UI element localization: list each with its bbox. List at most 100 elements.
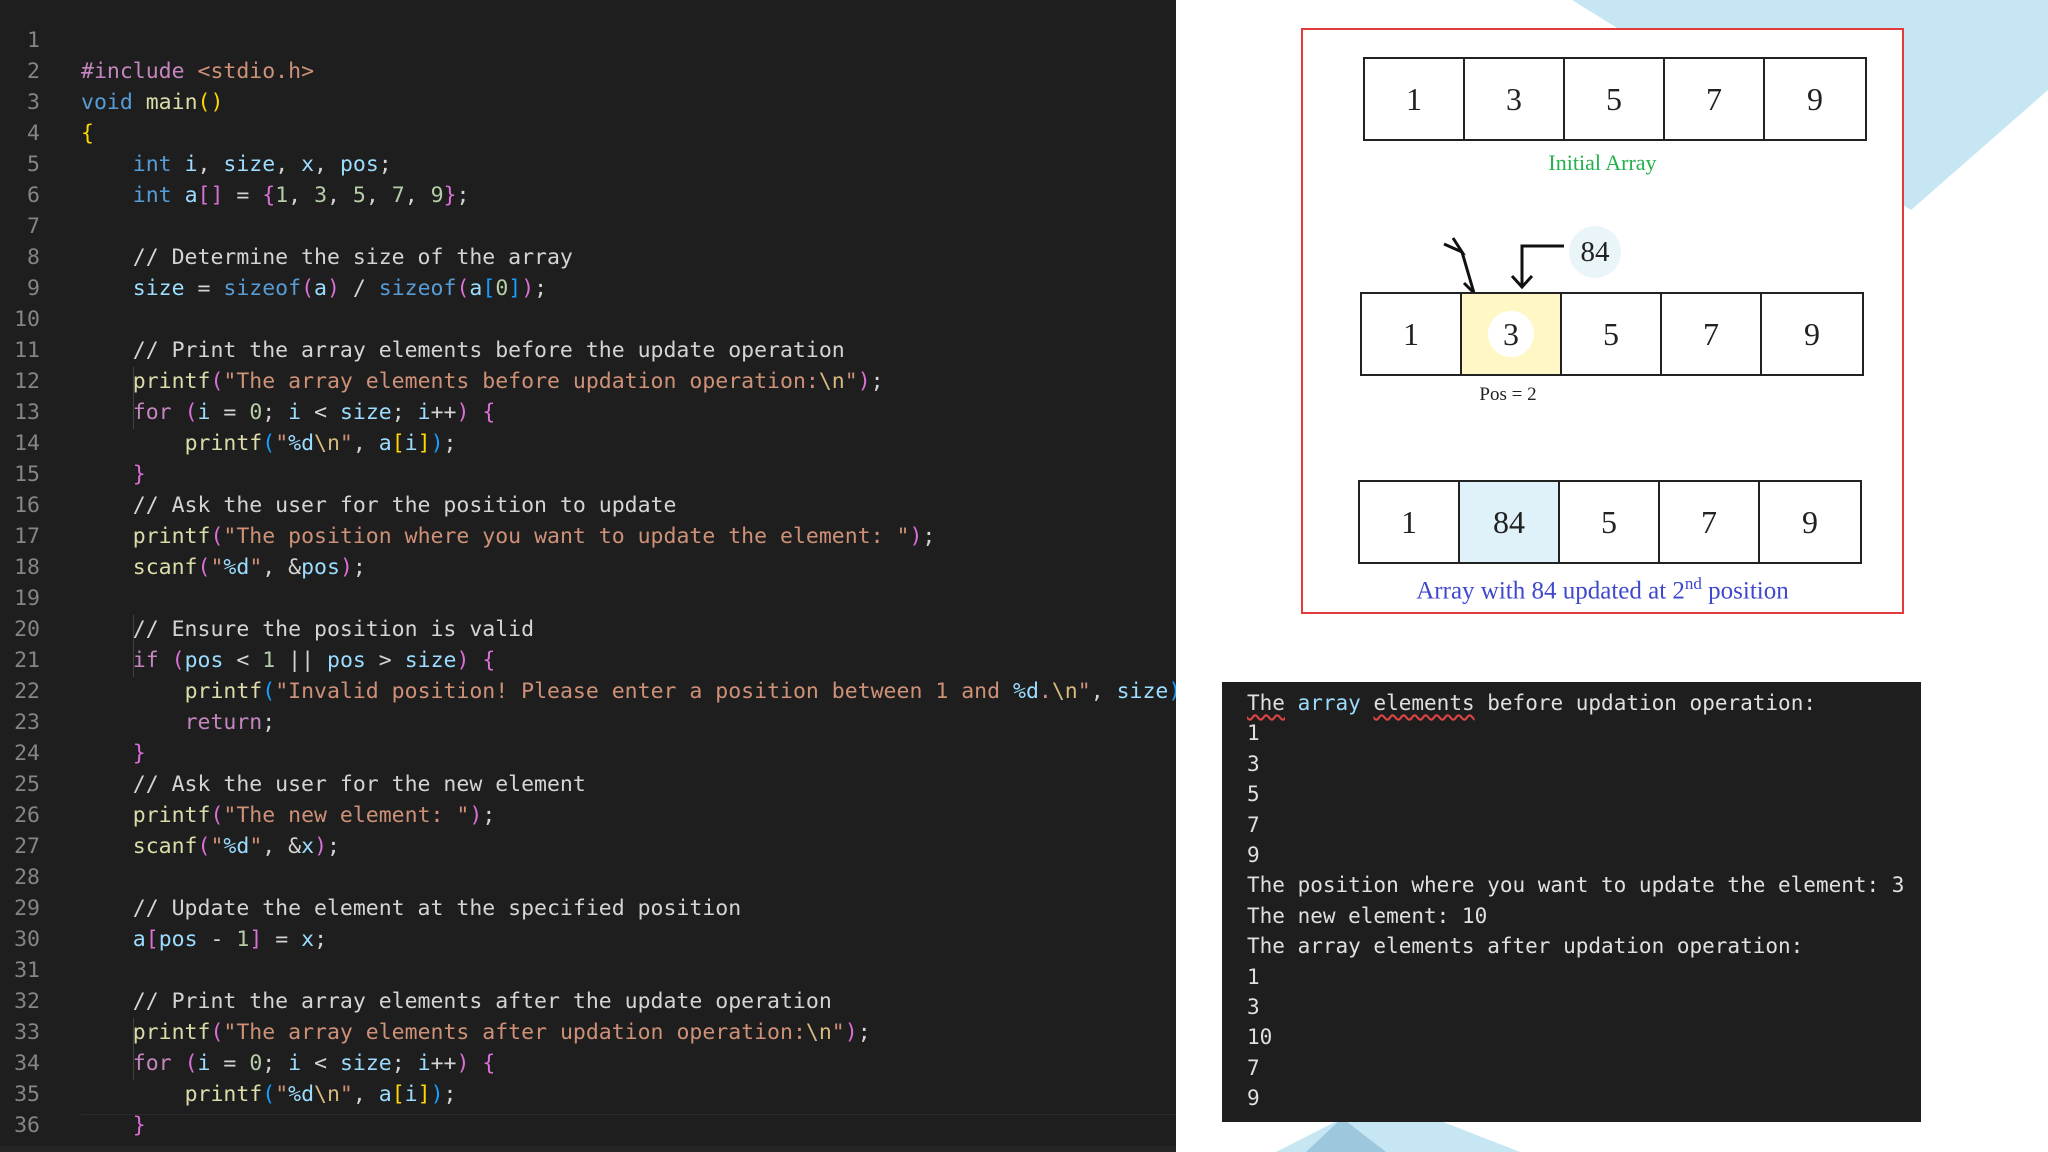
array-cell: 7 — [1660, 482, 1760, 562]
code-line: 18 — [14, 555, 40, 580]
terminal-line: 3 — [1247, 751, 1260, 776]
terminal-line: 10 — [1247, 1025, 1273, 1050]
line-content: int a[] = {1, 3, 5, 7, 9}; — [132, 183, 470, 208]
array-cell: 9 — [1804, 315, 1820, 352]
code-line: 21 printf("Invalid position! Please ente… — [0, 614, 1176, 704]
array-cell: 1 — [1360, 482, 1460, 562]
code-line-current: 37 — [0, 1114, 1176, 1152]
new-value-bubble: 84 — [1569, 226, 1621, 278]
code-line: 30 — [14, 927, 40, 952]
array-cell: 5 — [1562, 294, 1662, 374]
code-line: 26 scanf("%d", &x); — [0, 769, 1176, 859]
code-line: 23 } — [0, 676, 1176, 766]
line-content: // Print the array elements after the up… — [81, 989, 832, 1014]
position-label: Pos = 2 — [1479, 384, 1537, 405]
terminal-line: 9 — [1247, 1086, 1260, 1111]
line-content: scanf("%d", &pos); — [132, 555, 366, 580]
line-content: } — [132, 1113, 146, 1138]
line-content: { — [81, 121, 94, 146]
array-cell: 1 — [1362, 294, 1462, 374]
code-line: 17 scanf("%d", &pos); — [0, 490, 1176, 580]
indent-guide — [133, 615, 134, 677]
insert-arrows — [1443, 237, 1564, 295]
array-cell-updated: 84 — [1460, 482, 1560, 562]
terminal-output[interactable]: The array elements before updation opera… — [1222, 682, 1921, 1122]
terminal-line: 7 — [1247, 812, 1260, 837]
line-content: printf("The new element: "); — [132, 803, 496, 828]
line-content: if (pos < 1 || pos > size) { — [132, 648, 496, 673]
code-line: 33 for (i = 0; i < size; i++) { — [0, 986, 1176, 1076]
terminal-line: 5 — [1247, 782, 1260, 807]
line-content: // Ensure the position is valid — [81, 617, 535, 642]
code-line: 1 #include <stdio.h> — [0, 0, 1176, 84]
line-content: scanf("%d", &x); — [132, 834, 340, 859]
line-content: // Ask the user for the new element — [81, 772, 586, 797]
line-content: // Ask the user for the position to upda… — [81, 493, 677, 518]
line-content: printf("The position where you want to u… — [132, 524, 936, 549]
code-line: 4 int i, size, x, pos; — [0, 87, 1176, 177]
array-cell: 7 — [1662, 294, 1762, 374]
line-content: printf("The array elements after updatio… — [132, 1020, 871, 1045]
code-line: 28 // Update the element at the specifie… — [0, 831, 1176, 921]
code-line: 31 // Print the array elements after the… — [0, 924, 1176, 1014]
terminal-line: 9 — [1247, 842, 1260, 867]
code-line: 36 } — [0, 1079, 1176, 1152]
highlight-circle: 3 — [1488, 311, 1534, 357]
array-update-diagram: 1 3 5 7 9 Initial Array 84 1 3 5 7 9 Pos… — [1301, 28, 1904, 614]
line-content: printf("The array elements before updati… — [132, 369, 884, 394]
code-line: 25 printf("The new element: "); — [0, 738, 1176, 828]
array-cell: 5 — [1565, 59, 1665, 139]
terminal-line: 1 — [1247, 721, 1260, 746]
code-line: 24 // Ask the user for the new element — [0, 707, 1176, 797]
indent-guide — [133, 1018, 134, 1080]
code-line: 8 size = sizeof(a) / sizeof(a[0]); — [0, 211, 1176, 301]
line-content: printf("%d\n", a[i]); — [184, 431, 457, 456]
line-content: // Determine the size of the array — [81, 245, 573, 270]
code-line: 32 printf("The array elements after upda… — [0, 955, 1176, 1045]
array-cell: 9 — [1807, 80, 1823, 117]
updated-array: 1 84 5 7 9 — [1358, 480, 1862, 564]
code-line: 9 — [27, 276, 40, 301]
array-cell-highlighted: 3 — [1462, 294, 1562, 374]
code-line: 27 — [14, 834, 40, 859]
code-line: 13 printf("%d\n", a[i]); — [0, 366, 1176, 456]
line-content: void main() — [81, 90, 224, 115]
line-content: // Print the array elements before the u… — [81, 338, 845, 363]
line-content: printf("%d\n", a[i]); — [184, 1082, 457, 1107]
code-line: 10 // Print the array elements before th… — [0, 273, 1176, 363]
line-content: a[pos - 1] = x; — [132, 927, 328, 952]
terminal-line: 1 — [1247, 964, 1260, 989]
line-content: int i, size, x, pos; — [132, 152, 392, 177]
terminal-line: 7 — [1247, 1055, 1260, 1080]
array-cell: 1 — [1365, 59, 1465, 139]
array-cell: 9 — [1802, 503, 1818, 540]
line-content: printf("Invalid position! Please enter a… — [184, 679, 1176, 704]
code-line: 14 } — [0, 397, 1176, 487]
line-content: for (i = 0; i < size; i++) { — [132, 400, 496, 425]
code-line: 12 for (i = 0; i < size; i++) { — [0, 335, 1176, 425]
code-editor[interactable]: 1 #include <stdio.h> 2 void main() 3 { 4… — [0, 0, 1176, 1152]
initial-array: 1 3 5 7 9 — [1363, 57, 1867, 141]
array-cell: 7 — [1665, 59, 1765, 139]
line-content: for (i = 0; i < size; i++) { — [132, 1051, 496, 1076]
initial-array-caption: Initial Array — [1548, 150, 1657, 175]
line-content: } — [132, 462, 146, 487]
code-line: 22 return; — [0, 645, 1176, 735]
code-line: 20 if (pos < 1 || pos > size) { — [0, 583, 1176, 673]
line-content: } — [132, 741, 146, 766]
code-line: 35 } — [0, 1048, 1176, 1138]
code-line: 34 printf("%d\n", a[i]); — [0, 1017, 1176, 1107]
terminal-line: 3 — [1247, 994, 1260, 1019]
terminal-line: The array elements after updation operat… — [1247, 934, 1804, 959]
code-line: 6 — [27, 183, 40, 208]
code-line: 3 { — [0, 56, 1176, 146]
line-content: #include <stdio.h> — [81, 59, 315, 84]
array-cell: 5 — [1560, 482, 1660, 562]
code-line: 2 void main() — [0, 25, 1176, 115]
code-line: 15 // Ask the user for the position to u… — [0, 428, 1176, 518]
array-cell: 3 — [1465, 59, 1565, 139]
indent-guide — [133, 367, 134, 429]
code-line: 5 int a[] = {1, 3, 5, 7, 9}; — [0, 118, 1176, 208]
horizontal-scrollbar[interactable] — [0, 1146, 1176, 1152]
line-content: return; — [184, 710, 276, 735]
